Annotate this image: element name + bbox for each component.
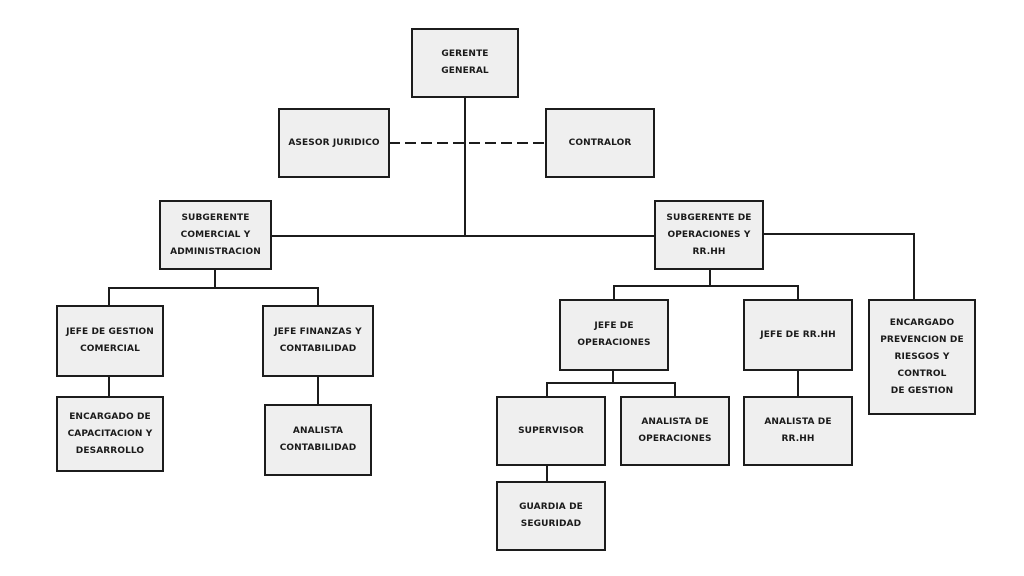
- node-label: ASESOR JURIDICO: [288, 137, 380, 148]
- node-label: SUBGERENTE COMERCIAL Y ADMINISTRACION: [170, 212, 261, 257]
- node-label: SUPERVISOR: [518, 425, 584, 436]
- node-label: ENCARGADO DE CAPACITACION Y DESARROLLO: [67, 411, 153, 456]
- node-gerente-general: GERENTE GENERAL: [411, 28, 519, 98]
- node-subgerente-operaciones: SUBGERENTE DE OPERACIONES Y RR.HH: [654, 200, 764, 270]
- node-label: JEFE DE OPERACIONES: [577, 321, 651, 348]
- node-supervisor: SUPERVISOR: [496, 396, 606, 466]
- node-jefe-finanzas: JEFE FINANZAS Y CONTABILIDAD: [262, 305, 374, 377]
- node-jefe-rrhh: JEFE DE RR.HH: [743, 299, 853, 371]
- node-label: ANALISTA DE OPERACIONES: [638, 417, 712, 444]
- node-jefe-gestion-comercial: JEFE DE GESTION COMERCIAL: [56, 305, 164, 377]
- node-label: JEFE FINANZAS Y CONTABILIDAD: [274, 327, 362, 354]
- node-label: ANALISTA DE RR.HH: [764, 417, 832, 444]
- node-encargado-prevencion: ENCARGADO PREVENCION DE RIESGOS Y CONTRO…: [868, 299, 976, 415]
- node-label: ENCARGADO PREVENCION DE RIESGOS Y CONTRO…: [880, 317, 964, 396]
- node-encargado-capacitacion: ENCARGADO DE CAPACITACION Y DESARROLLO: [56, 396, 164, 472]
- node-label: CONTRALOR: [568, 137, 632, 148]
- node-label: GERENTE GENERAL: [441, 49, 489, 76]
- node-label: JEFE DE RR.HH: [760, 329, 836, 340]
- node-contralor: CONTRALOR: [545, 108, 655, 178]
- node-label: JEFE DE GESTION COMERCIAL: [66, 327, 154, 354]
- node-analista-contabilidad: ANALISTA CONTABILIDAD: [264, 404, 372, 476]
- node-label: GUARDIA DE SEGURIDAD: [519, 502, 583, 529]
- node-label: SUBGERENTE DE OPERACIONES Y RR.HH: [666, 212, 752, 257]
- node-analista-rrhh: ANALISTA DE RR.HH: [743, 396, 853, 466]
- node-subgerente-comercial: SUBGERENTE COMERCIAL Y ADMINISTRACION: [159, 200, 272, 270]
- node-analista-operaciones: ANALISTA DE OPERACIONES: [620, 396, 730, 466]
- node-asesor-juridico: ASESOR JURIDICO: [278, 108, 390, 178]
- node-guardia-seguridad: GUARDIA DE SEGURIDAD: [496, 481, 606, 551]
- node-label: ANALISTA CONTABILIDAD: [279, 426, 357, 453]
- node-jefe-operaciones: JEFE DE OPERACIONES: [559, 299, 669, 371]
